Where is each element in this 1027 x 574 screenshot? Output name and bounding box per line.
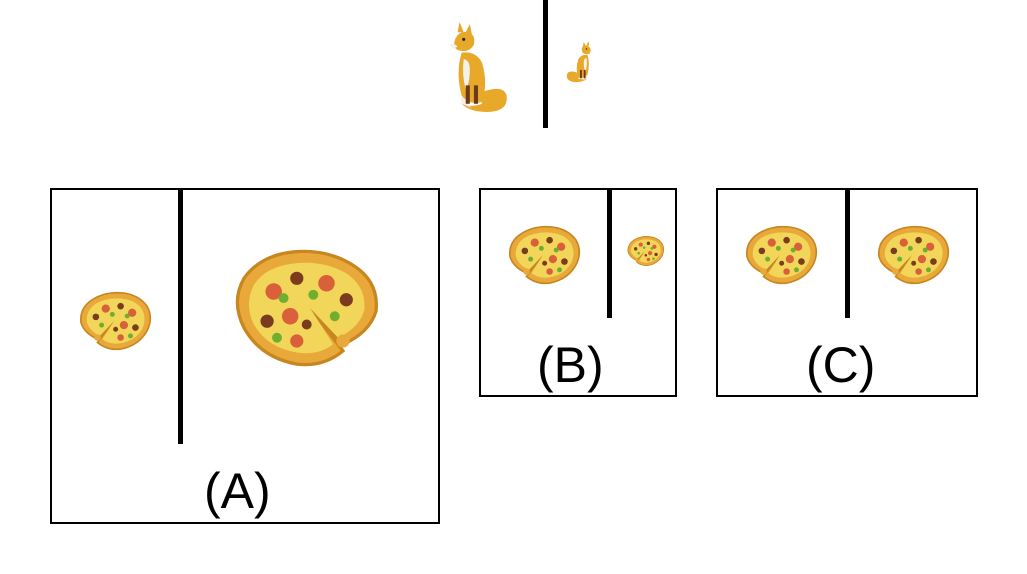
option-c-divider (845, 190, 850, 318)
example-divider (543, 0, 548, 128)
option-b-box[interactable]: (B) (479, 188, 677, 397)
pizza-icon (70, 288, 158, 354)
pizza-icon (868, 222, 956, 288)
option-c-box[interactable]: (C) (716, 188, 978, 397)
pizza-icon (220, 242, 400, 374)
pizza-icon (623, 234, 667, 268)
fox-icon (566, 40, 594, 84)
option-c-label: (C) (806, 337, 876, 393)
pizza-icon (499, 222, 587, 288)
option-b-label: (B) (537, 337, 604, 393)
fox-icon (446, 22, 510, 114)
option-a-label: (A) (204, 463, 271, 519)
pizza-icon (736, 222, 824, 288)
option-a-divider (178, 190, 183, 444)
option-a-box[interactable]: (A) (50, 188, 440, 524)
option-b-divider (607, 190, 612, 318)
